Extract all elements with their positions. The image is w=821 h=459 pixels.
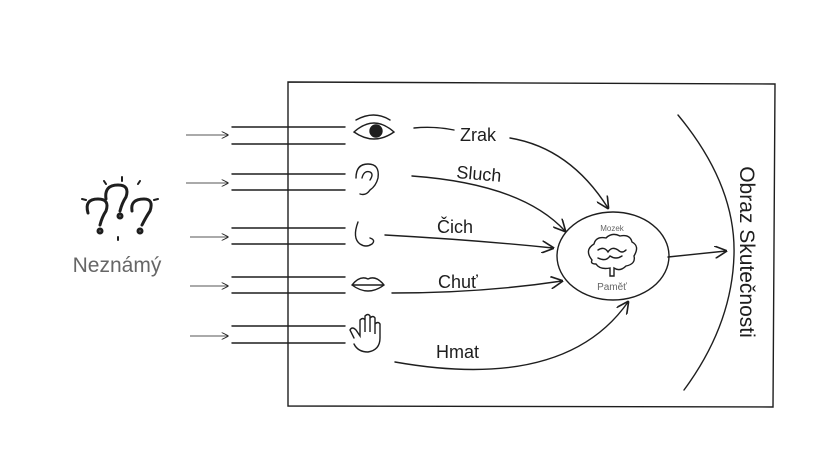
eye-icon <box>352 114 396 140</box>
sense-label-cich: Čich <box>437 216 473 237</box>
brain-title: Mozek <box>600 224 625 233</box>
sense-arrows <box>384 126 628 371</box>
ear-icon <box>355 163 379 196</box>
sense-label-zrak: Zrak <box>460 125 497 145</box>
lips-icon <box>351 277 385 292</box>
output-label: Obraz Skutečnosti <box>735 166 758 338</box>
brain-icon <box>587 233 638 277</box>
nose-icon <box>354 221 375 247</box>
source-label: Neznámý <box>73 254 162 277</box>
reality-curve <box>677 114 735 391</box>
sense-label-hmat: Hmat <box>436 342 479 362</box>
brain-subtitle: Paměť <box>597 282 627 293</box>
input-arrows <box>186 135 228 336</box>
question-marks-icon <box>81 176 159 241</box>
sense-label-chut: Chuť <box>438 272 478 292</box>
hand-icon <box>349 313 381 353</box>
brain-node <box>556 211 670 301</box>
sense-label-sluch: Sluch <box>456 162 503 186</box>
perception-box <box>287 81 776 408</box>
sense-channels <box>231 126 346 344</box>
output-arrow <box>667 251 726 257</box>
